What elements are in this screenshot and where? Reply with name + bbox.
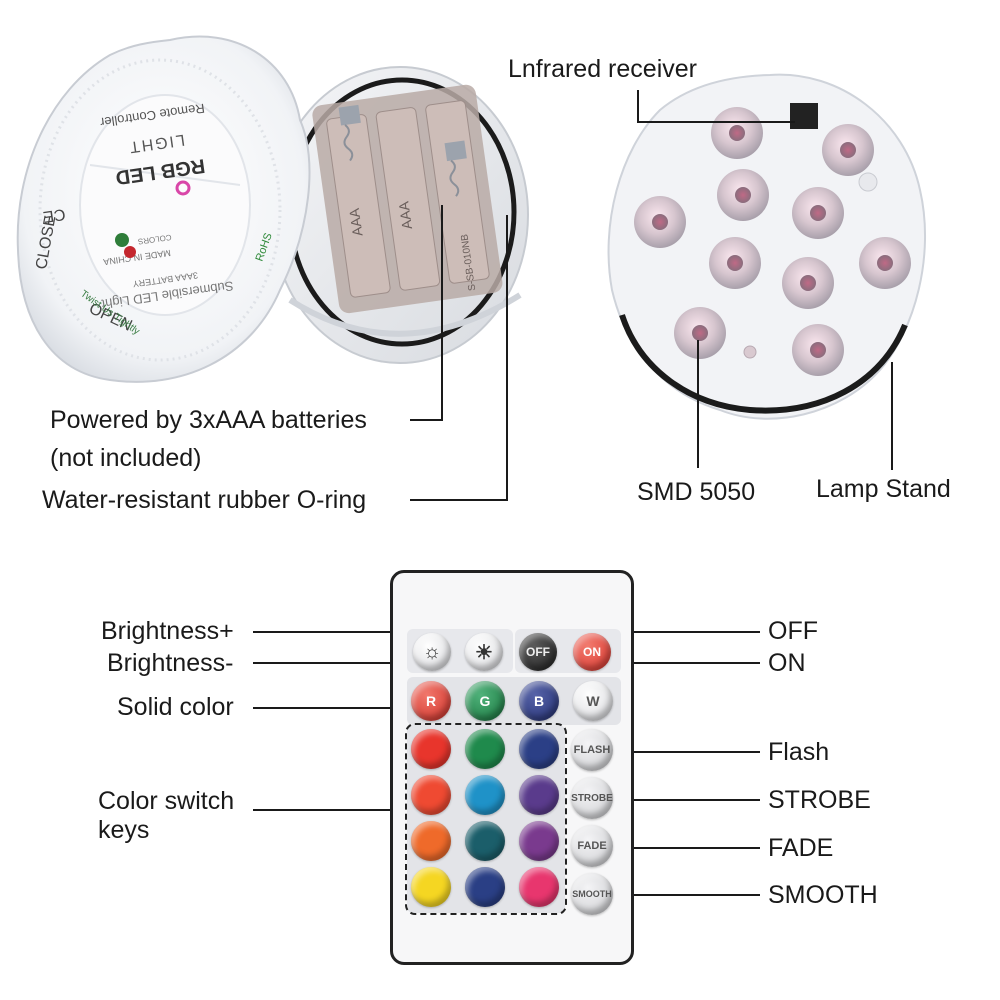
white-button-label: W [586, 693, 600, 709]
label-off: OFF [768, 617, 818, 645]
label-color-switch-keys: keys [98, 816, 150, 844]
fade-button[interactable]: FADE [571, 825, 613, 867]
label-solid-color: Solid color [117, 693, 234, 721]
brightness-down-button[interactable]: ☀ [465, 633, 503, 671]
label-strobe: STROBE [768, 786, 871, 814]
label-fade: FADE [768, 834, 834, 862]
strobe-button[interactable]: STROBE [571, 777, 613, 819]
color-key-r3-c2[interactable] [465, 821, 505, 861]
smooth-button-label: SMOOTH [572, 889, 612, 899]
battery-slots: AAA AAA S-SB-010NB [326, 100, 490, 298]
color-key-r4-c2[interactable] [465, 867, 505, 907]
fade-button-label: FADE [577, 840, 607, 852]
sun-dim-icon: ☀ [475, 641, 493, 664]
color-key-r2-c2[interactable] [465, 775, 505, 815]
infrared-receiver-chip [790, 103, 818, 129]
red-button-label: R [425, 693, 437, 709]
label-brightness-plus: Brightness+ [101, 617, 234, 645]
color-key-r3-c1[interactable] [411, 821, 451, 861]
leader-o-ring [410, 215, 508, 501]
battery-label-1: AAA [346, 207, 366, 238]
color-key-r2-c1[interactable] [411, 775, 451, 815]
green-button-label: G [479, 693, 491, 709]
label-infrared-receiver: Lnfrared receiver [508, 55, 697, 83]
white-button[interactable]: W [573, 681, 613, 721]
leader-infrared [637, 90, 795, 123]
off-button[interactable]: OFF [519, 633, 557, 671]
red-button[interactable]: R [411, 681, 451, 721]
color-key-r1-c2[interactable] [465, 729, 505, 769]
color-key-r3-c3[interactable] [519, 821, 559, 861]
smooth-button[interactable]: SMOOTH [571, 873, 613, 915]
label-color-switch: Color switch [98, 787, 235, 815]
flash-button-label: FLASH [573, 744, 611, 756]
green-button[interactable]: G [465, 681, 505, 721]
label-on: ON [768, 649, 806, 677]
blue-button-label: B [533, 693, 545, 709]
on-button-label: ON [583, 645, 601, 659]
label-smd: SMD 5050 [637, 478, 756, 506]
color-switch-outline [405, 723, 567, 915]
label-batteries: Powered by 3xAAA batteries [50, 406, 367, 434]
label-smooth: SMOOTH [768, 881, 878, 909]
lid-ce-mark: CE [42, 205, 66, 225]
on-button[interactable]: ON [573, 633, 611, 671]
brightness-up-button[interactable]: ☼ [413, 633, 451, 671]
label-flash: Flash [768, 738, 830, 766]
lid-color-logo [175, 180, 191, 196]
off-button-label: OFF [526, 645, 550, 659]
remote-control: ☼ ☀ OFF ON R G B W FLASH STROBE FADE SMO… [390, 570, 634, 965]
color-key-r1-c1[interactable] [411, 729, 451, 769]
label-lamp-stand: Lamp Stand [816, 475, 951, 503]
lid: RGB LED LIGHT Remote Controller Submersi… [16, 35, 311, 383]
label-brightness-minus: Brightness- [107, 649, 234, 677]
lid-logo-green [115, 233, 129, 247]
strobe-button-label: STROBE [571, 792, 613, 804]
label-o-ring: Water-resistant rubber O-ring [42, 486, 367, 514]
color-key-r1-c3[interactable] [519, 729, 559, 769]
leader-batteries [410, 205, 443, 421]
sun-icon: ☼ [422, 640, 442, 663]
lid-logo-red [124, 246, 136, 258]
flash-button[interactable]: FLASH [571, 729, 613, 771]
color-key-r4-c1[interactable] [411, 867, 451, 907]
battery-label-2: AAA [395, 200, 415, 231]
led-array [634, 107, 911, 376]
color-key-r2-c3[interactable] [519, 775, 559, 815]
blue-button[interactable]: B [519, 681, 559, 721]
lamp-top [607, 73, 926, 420]
color-key-r4-c3[interactable] [519, 867, 559, 907]
battery-housing: AAA AAA S-SB-010NB [271, 66, 529, 364]
label-batteries-note: (not included) [50, 444, 202, 472]
